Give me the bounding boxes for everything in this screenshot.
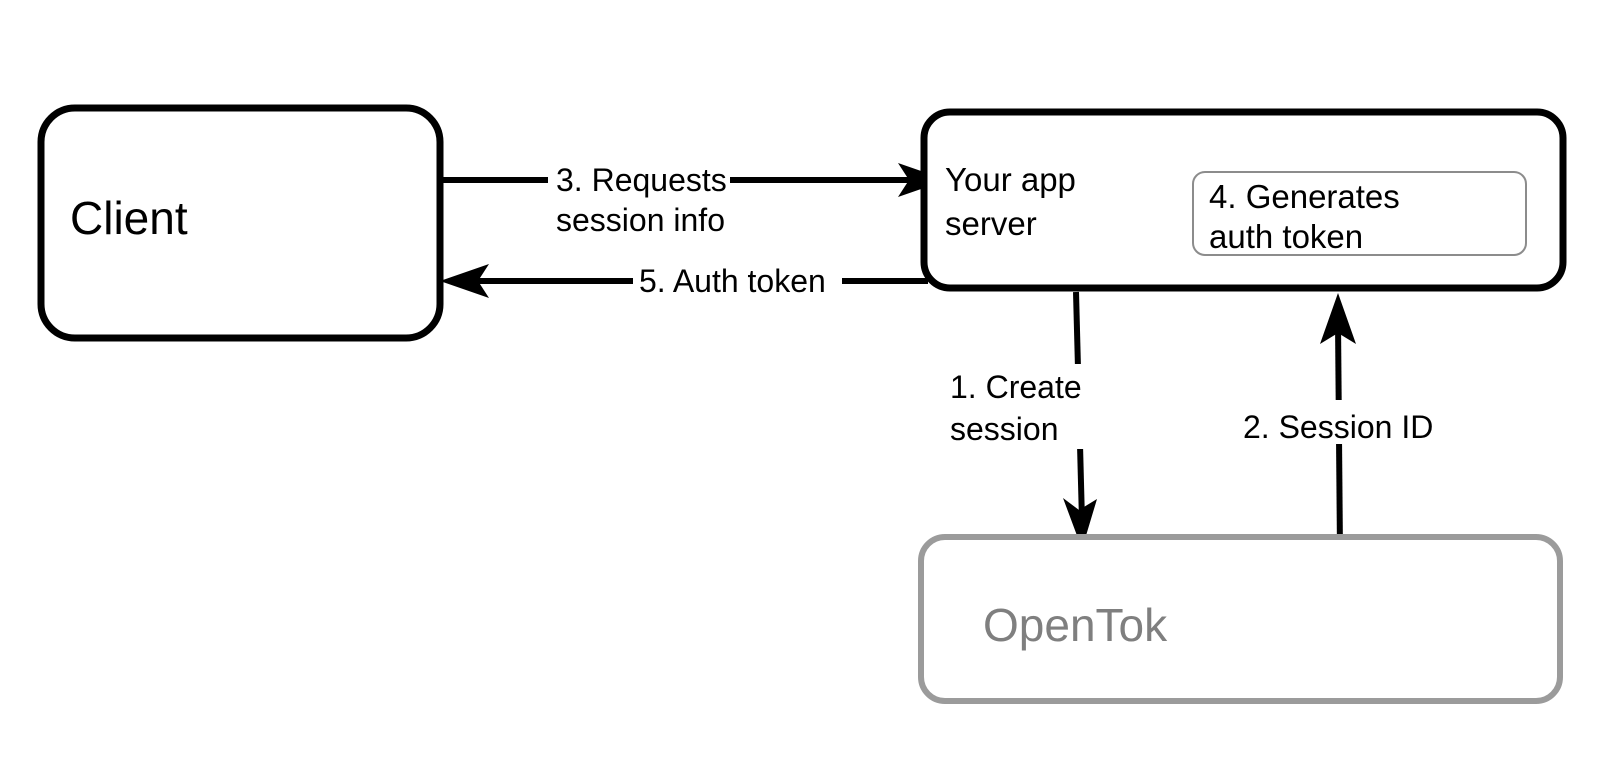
edge-create-session-label-line1: 1. Create — [950, 369, 1082, 405]
edge-session-id-label-backdrop — [1238, 400, 1470, 444]
node-app-server[interactable]: Your app server 4. Generates auth token — [920, 108, 1567, 292]
node-app-server-label-line1: Your app — [945, 161, 1076, 198]
edge-requests-session-info-label-line2: session info — [556, 202, 725, 238]
node-opentok[interactable]: OpenTok — [918, 534, 1563, 704]
edge-auth-token-arrowhead — [440, 264, 489, 298]
edge-auth-token-label-line1: 5. Auth token — [639, 263, 826, 299]
edge-auth-token-label-backdrop — [633, 259, 842, 301]
edge-requests-session-info-label-line1: 3. Requests — [556, 162, 727, 198]
node-client-shape[interactable] — [37, 104, 444, 342]
edge-session-id-label-line1: 2. Session ID — [1243, 409, 1433, 445]
node-generates-auth-token-label-line2: auth token — [1209, 218, 1363, 255]
node-generates-auth-token-label-line1: 4. Generates — [1209, 178, 1400, 215]
node-opentok-shape[interactable] — [918, 534, 1563, 704]
edge-auth-token: 5. Auth token — [440, 259, 928, 301]
edge-requests-session-info: 3. Requests session info — [443, 158, 947, 238]
node-app-server-label-line2: server — [945, 205, 1037, 242]
edge-create-session-label-backdrop — [946, 364, 1098, 449]
edge-create-session: 1. Create session — [946, 291, 1098, 549]
edge-create-session-label-line2: session — [950, 411, 1059, 447]
node-client[interactable]: Client — [37, 104, 444, 342]
node-generates-auth-token-shape[interactable] — [1192, 171, 1527, 256]
edge-requests-session-info-label-backdrop — [548, 158, 730, 200]
edge-session-id-arrowhead — [1320, 293, 1356, 344]
node-opentok-label: OpenTok — [983, 599, 1168, 651]
edge-create-session-arrowhead — [1063, 498, 1097, 549]
node-client-label: Client — [70, 192, 188, 244]
node-generates-auth-token[interactable]: 4. Generates auth token — [1192, 171, 1527, 256]
edge-session-id: 2. Session ID — [1238, 293, 1470, 553]
